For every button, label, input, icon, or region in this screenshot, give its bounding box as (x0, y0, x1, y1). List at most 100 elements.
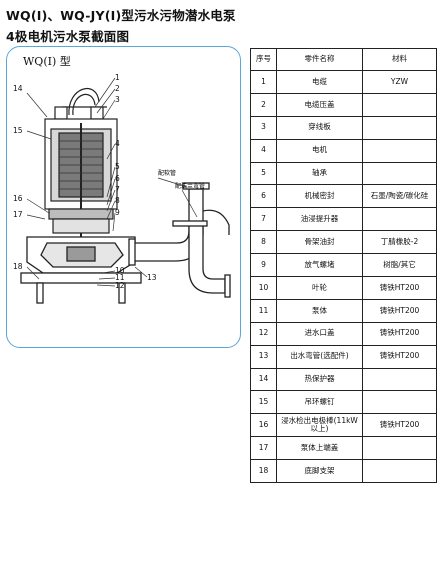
header-part-name: 零件名称 (276, 48, 363, 71)
part-number-8: 8 (115, 196, 120, 205)
cell-number: 1 (250, 70, 277, 94)
part-number-13: 13 (147, 273, 157, 282)
cell-number: 6 (250, 184, 277, 209)
header-number: 序号 (250, 48, 277, 71)
callout-hose: 配软管 (158, 169, 176, 177)
cell-part-name: 热保护器 (276, 367, 363, 392)
cell-part-name: 吊环螺钉 (276, 390, 363, 415)
pump-diagram-panel: 配软管 配法兰弯管 1 2 3 4 5 6 7 8 9 10 11 12 13 … (6, 46, 241, 348)
cell-part-name: 放气螺堵 (276, 253, 363, 278)
cell-material (362, 92, 437, 117)
part-number-6: 6 (115, 174, 120, 183)
part-number-12: 12 (115, 281, 125, 290)
part-number-1: 1 (115, 73, 120, 82)
cell-number: 9 (250, 253, 277, 278)
cell-material: 树脂/其它 (362, 253, 437, 278)
part-number-18: 18 (13, 262, 23, 271)
part-number-labels: 1 2 3 4 5 6 7 8 9 10 11 12 13 14 15 16 1… (13, 73, 157, 290)
cell-number: 3 (250, 115, 277, 140)
cell-number: 8 (250, 230, 277, 255)
cell-material: 丁腈橡胶-2 (362, 230, 437, 255)
cell-part-name: 电机 (276, 138, 363, 163)
motor-housing (44, 118, 118, 257)
cell-part-name: 油浸提升器 (276, 207, 363, 232)
cell-part-name: 轴承 (276, 161, 363, 186)
cell-material: 铸铁HT200 (362, 298, 437, 323)
page-title: WQ(I)、WQ-JY(I)型污水污物潜水电泵 (6, 8, 236, 23)
cell-number: 5 (250, 161, 277, 186)
part-number-7: 7 (115, 185, 120, 194)
pump-volute (20, 236, 142, 304)
part-number-5: 5 (115, 162, 120, 171)
cell-number: 16 (250, 413, 277, 438)
cell-number: 15 (250, 390, 277, 415)
cell-part-name: 进水口盖 (276, 321, 363, 346)
header-material: 材料 (362, 48, 437, 71)
cell-number: 11 (250, 298, 277, 323)
cell-material: 铸铁HT200 (362, 413, 437, 438)
cell-part-name: 叶轮 (276, 276, 363, 300)
cell-part-name: 电缆 (276, 70, 363, 94)
part-number-16: 16 (13, 194, 23, 203)
part-number-3: 3 (115, 95, 120, 104)
cell-part-name: 泵体上端盖 (276, 436, 363, 461)
parts-table-header-row: 序号 零件名称 材料 (250, 48, 437, 71)
cell-material: 石墨/陶瓷/碳化硅 (362, 184, 437, 209)
pump-cross-section-diagram: 配软管 配法兰弯管 1 2 3 4 5 6 7 8 9 10 11 12 13 … (13, 73, 231, 304)
cell-part-name: 浸水检出电极棒(11kW以上) (276, 413, 363, 438)
cell-part-name: 泵体 (276, 298, 363, 323)
part-number-10: 10 (115, 266, 125, 275)
cell-part-name: 底脚支架 (276, 459, 363, 484)
cell-material (362, 436, 437, 461)
cell-part-name: 穿线板 (276, 115, 363, 140)
cell-part-name: 机械密封 (276, 184, 363, 209)
part-number-11: 11 (115, 273, 125, 282)
discharge-bend-pipe (128, 182, 210, 266)
cell-material (362, 390, 437, 415)
cell-number: 4 (250, 138, 277, 163)
part-number-2: 2 (115, 84, 120, 93)
cell-material (362, 138, 437, 163)
part-number-17: 17 (13, 210, 23, 219)
cell-part-name: 电缆压盖 (276, 92, 363, 117)
cell-material: 铸铁HT200 (362, 276, 437, 300)
part-number-4: 4 (115, 139, 120, 148)
page-subtitle: 4极电机污水泵截面图 (6, 29, 130, 44)
cell-part-name: 骨架油封 (276, 230, 363, 255)
cell-material (362, 207, 437, 232)
cell-material: 铸铁HT200 (362, 321, 437, 346)
callout-flange-elbow: 配法兰弯管 (175, 182, 205, 190)
flanged-elbow (172, 209, 231, 298)
cell-number: 10 (250, 276, 277, 300)
cell-number: 12 (250, 321, 277, 346)
part-number-9: 9 (115, 208, 120, 217)
cell-material (362, 115, 437, 140)
cell-number: 13 (250, 344, 277, 369)
cell-material (362, 459, 437, 484)
cell-number: 2 (250, 92, 277, 117)
cell-number: 17 (250, 436, 277, 461)
cell-number: 14 (250, 367, 277, 392)
cell-number: 18 (250, 459, 277, 484)
cell-material (362, 367, 437, 392)
cell-material (362, 161, 437, 186)
cell-material: YZW (362, 70, 437, 94)
